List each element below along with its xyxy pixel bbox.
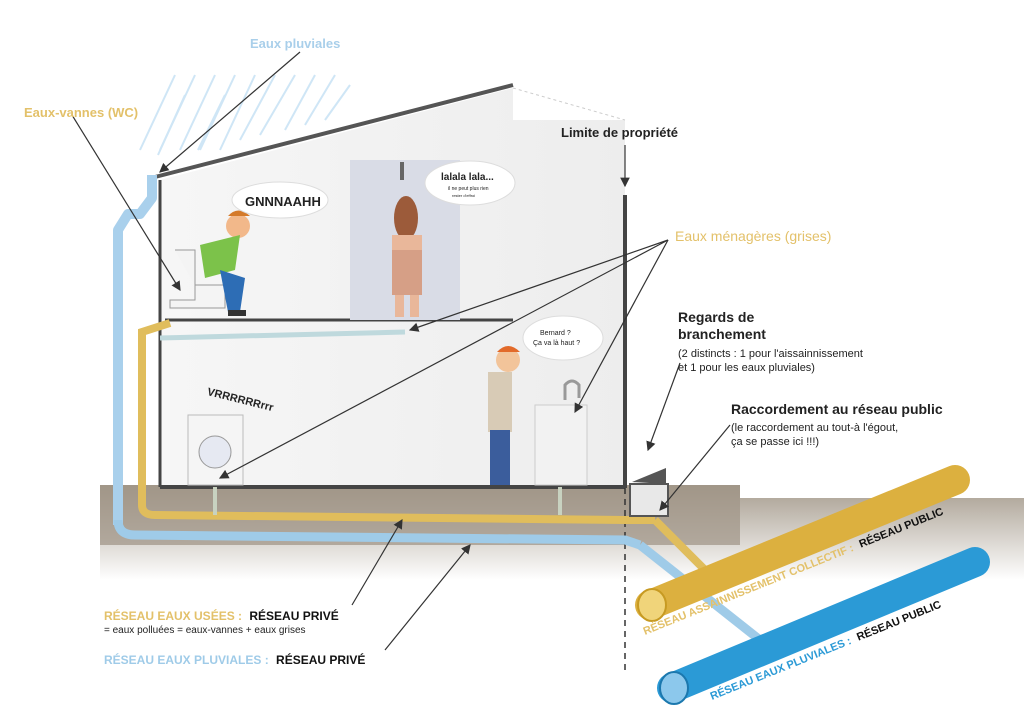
inspection-chamber [629,483,669,517]
label-regards-title-2: branchement [678,326,766,342]
label-pluviales-private: RÉSEAU EAUX PLUVIALES : RÉSEAU PRIVÉ [104,652,365,667]
person-on-toilet [200,210,250,316]
rainwater-pipe-private [113,519,642,550]
bubble-shower [424,160,516,206]
bubble-toilet-text: GNNNAAHH [245,194,321,209]
rain-streaks [139,74,351,156]
label-limite-propriete: Limite de propriété [561,125,678,140]
bubble-sink-text-2: Ça va là haut ? [533,340,580,347]
bubble-shower-text-2: il ne peut plus rien [448,186,489,192]
shower-pole [400,162,404,180]
house-roof-edge-right [512,87,626,121]
label-usees-colored: RÉSEAU EAUX USÉES : [104,608,242,623]
bubble-sink-text-1: Bernard ? [540,330,571,337]
label-raccord-title: Raccordement au réseau public [731,401,943,417]
sink [534,379,588,486]
wastewater-downpipe [138,319,655,524]
label-regards-note-1: (2 distincts : 1 pour l'aissainnissement [678,348,863,360]
washing-machine [187,414,244,486]
leader-lines [71,51,731,651]
person-at-sink [488,346,520,485]
bubble-sink [522,315,604,361]
public-wastewater-pipe [635,465,970,622]
label-raccord-note-2: ça se passe ici !!!) [731,436,819,448]
bubble-shower-text-1: lalala lala... [441,172,494,183]
label-pluviales-black: RÉSEAU PRIVÉ [276,652,365,667]
person-in-shower [392,196,422,317]
label-eaux-pluviales: Eaux pluviales [250,36,340,51]
label-regards-title-1: Regards de [678,309,754,325]
label-usees-private: RÉSEAU EAUX USÉES : RÉSEAU PRIVÉ [104,608,339,623]
inspection-lid [632,468,666,484]
label-eaux-menageres: Eaux ménagères (grises) [675,228,831,244]
greywater-pipe-upper [159,329,406,341]
label-raccord-note-1: (le raccordement au tout-à l'égout, [731,422,898,434]
house-outline [154,83,514,179]
gutter [113,175,157,525]
label-eaux-vannes: Eaux-vannes (WC) [24,105,138,120]
bubble-toilet [231,181,329,219]
bubble-shower-text-3: rester d'effroi [452,193,475,198]
label-pluviales-colored: RÉSEAU EAUX PLUVIALES : [104,652,269,667]
label-usees-note: = eaux polluées = eaux-vannes + eaux gri… [104,625,306,636]
label-usees-black: RÉSEAU PRIVÉ [249,608,338,623]
label-regards-note-2: et 1 pour les eaux pluviales) [678,362,815,374]
public-rainwater-pipe [657,547,990,705]
